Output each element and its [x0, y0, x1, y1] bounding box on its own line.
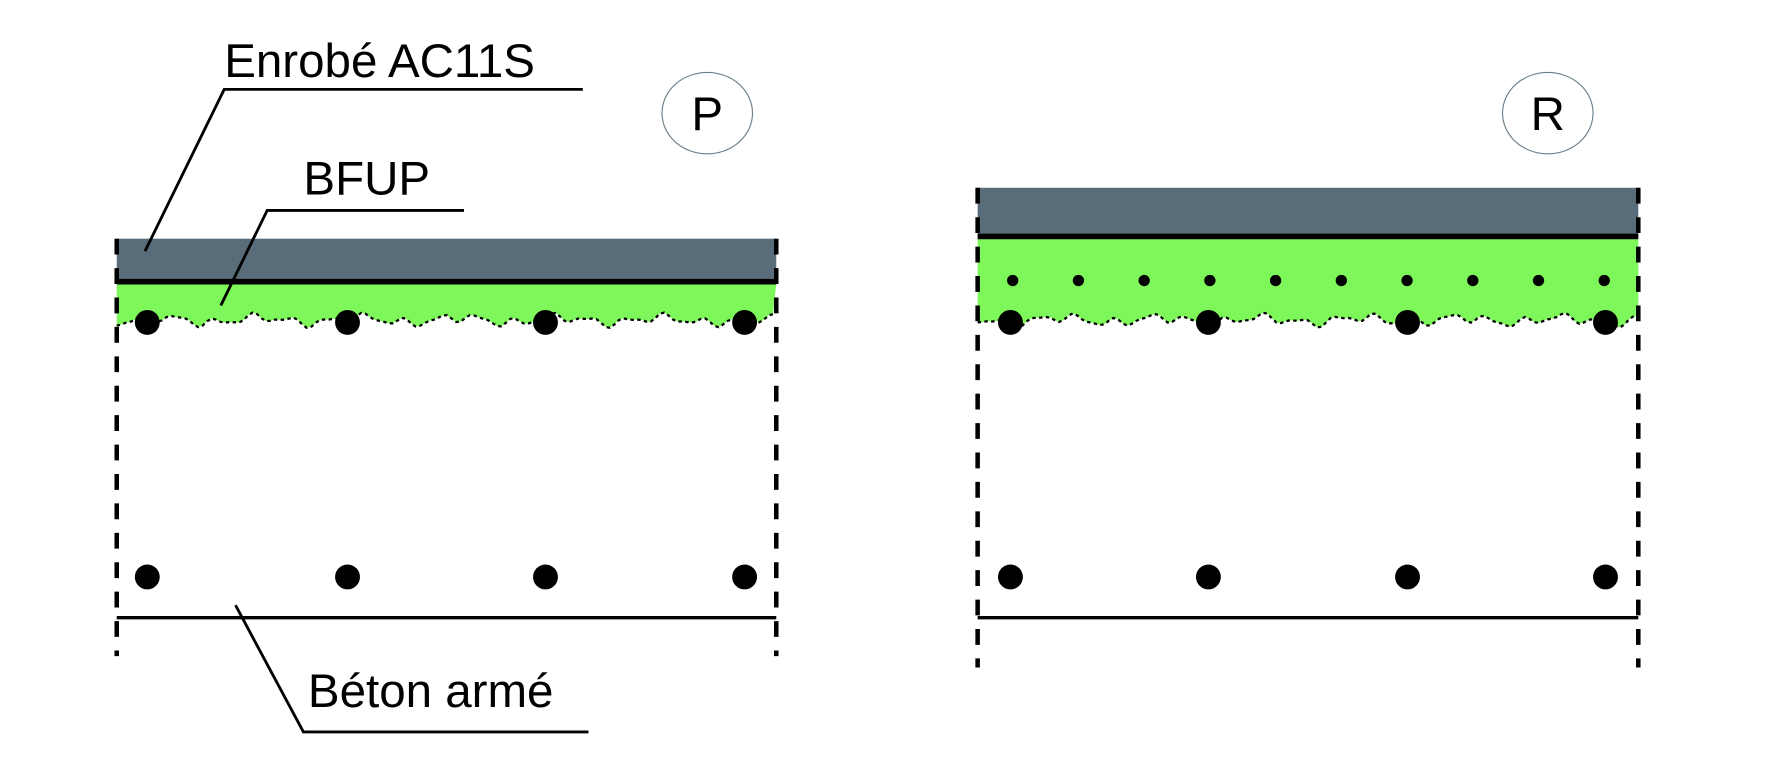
- rebar: [1593, 309, 1618, 335]
- fiber-rebar: [1598, 274, 1610, 287]
- rebar: [732, 309, 758, 335]
- leader-concrete: [234, 604, 589, 734]
- fiber-rebar: [1072, 274, 1085, 287]
- rebar: [1593, 564, 1618, 590]
- fiber-rebar: [1532, 274, 1545, 287]
- rebar: [1195, 309, 1221, 335]
- fiber-rebar: [1467, 274, 1479, 287]
- fiber-rebar: [1204, 274, 1216, 287]
- panel-r: R: [975, 71, 1641, 668]
- rebar: [732, 564, 758, 590]
- uhpfrc-layer: [977, 238, 1639, 328]
- label-asphalt-text: Enrobé AC11S: [224, 35, 535, 88]
- interface-line: [116, 311, 774, 330]
- rebar: [533, 564, 558, 590]
- leader-uhpfrc: [219, 209, 465, 307]
- tag-r: R: [1531, 88, 1565, 141]
- tag-circle-p: [661, 71, 754, 155]
- rebars: [134, 309, 758, 590]
- fiber-rebar: [1269, 274, 1282, 287]
- label-asphalt: Enrobé AC11S: [143, 35, 583, 252]
- rebar: [1195, 564, 1221, 590]
- panel-p: P: [114, 71, 779, 657]
- leader-asphalt: [143, 87, 583, 252]
- tag-circle-r: [1501, 71, 1594, 155]
- label-uhpfrc-text: BFUP: [303, 153, 430, 206]
- rebar: [335, 309, 360, 335]
- asphalt-layer: [116, 238, 777, 281]
- label-uhpfrc: BFUP: [219, 153, 465, 307]
- rebars: [997, 274, 1618, 590]
- fiber-rebar: [1401, 274, 1413, 287]
- rebar: [1395, 309, 1420, 335]
- rebar: [1395, 564, 1420, 590]
- rebar: [134, 564, 160, 590]
- asphalt-layer: [977, 187, 1639, 237]
- rebar: [997, 309, 1023, 335]
- rebar: [997, 564, 1023, 590]
- fiber-rebar: [1007, 274, 1019, 287]
- rebar: [335, 564, 360, 590]
- rebar: [533, 309, 558, 335]
- label-concrete-text: Béton armé: [308, 665, 554, 718]
- label-concrete: Béton armé: [234, 604, 589, 734]
- tag-p: P: [691, 88, 723, 141]
- interface-line: [977, 311, 1639, 329]
- fiber-rebar: [1335, 274, 1347, 287]
- fiber-rebar: [1138, 274, 1150, 287]
- uhpfrc-layer: [116, 283, 777, 328]
- rebar: [134, 309, 160, 335]
